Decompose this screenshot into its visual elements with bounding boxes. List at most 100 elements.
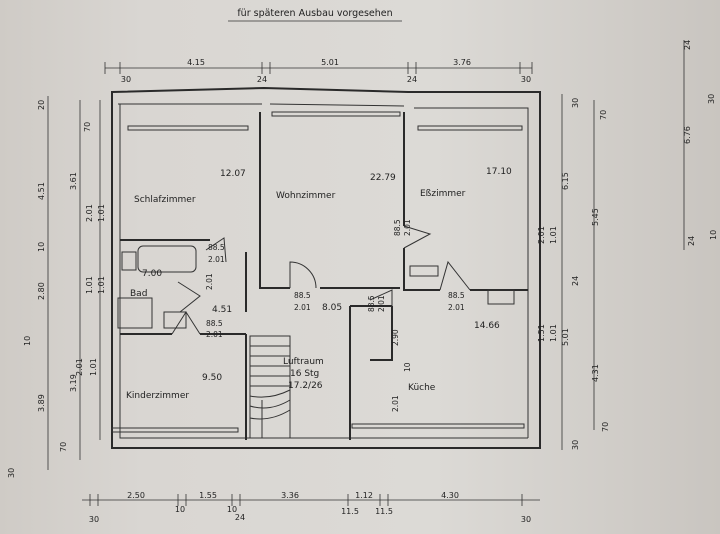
door-bad-mid: 2.01	[205, 273, 214, 290]
area-diele: 8.05	[322, 303, 342, 313]
left-dimension-chain: 20 4.51 10 2.80 10 3.89 30 70 3.61 2.01 …	[7, 96, 106, 478]
dim-top-3: 5.01	[321, 58, 339, 67]
door-kueche-b: 2.01	[391, 395, 400, 412]
outer-walls	[111, 86, 541, 449]
kitchen-sink-icon	[487, 289, 515, 305]
interior-walls	[120, 112, 528, 440]
dim-bot1-1: 10	[175, 505, 185, 514]
dim-li-3: 1.01	[97, 204, 106, 222]
dim-ro-3: 24	[687, 236, 696, 246]
dim-bot1-0: 2.50	[127, 491, 145, 500]
dim-ri-0: 30	[571, 98, 580, 108]
dim-ri-3: 2.01	[537, 226, 546, 244]
dim-ro-1: 30	[707, 94, 716, 104]
area-schlafzimmer: 12.07	[220, 169, 246, 179]
header-note: für späteren Ausbau vorgesehen	[237, 8, 392, 19]
door-diele-a: 88.5	[367, 295, 376, 312]
area-flur: 4.51	[212, 305, 232, 315]
door-stair-b: 10	[403, 362, 412, 372]
dim-ri-5: 5.45	[591, 208, 600, 226]
door-labels: 88.5 2.01 2.01 88.5 2.01 88.5 2.01 88.5 …	[205, 219, 465, 412]
door-flur-bot: 2.01	[206, 330, 223, 339]
dim-ri-9: 5.01	[561, 328, 570, 346]
dim-li-5: 1.01	[97, 276, 106, 294]
door-ess-bot: 2.01	[448, 303, 465, 312]
top-dimension-chain: 30 4.15 24 5.01 24 3.76 30	[104, 58, 533, 84]
dim-ro-2: 6.76	[683, 126, 692, 144]
door-diele-b: 2.01	[377, 295, 386, 312]
name-luftraum: Luftraum	[283, 357, 324, 367]
area-esszimmer: 17.10	[486, 167, 512, 177]
dim-ri-8: 1.01	[549, 324, 558, 342]
dim-ri-2: 6.15	[561, 172, 570, 190]
dim-li-0: 70	[83, 122, 92, 132]
door-wohnr-a: 88.5	[393, 219, 402, 236]
dim-ri-1: 70	[599, 110, 608, 120]
dim-li-4: 1.01	[85, 276, 94, 294]
dim-li-8: 3.19	[69, 374, 78, 392]
dim-bot2-4: 30	[521, 515, 531, 524]
door-ess-top: 88.5	[448, 291, 465, 300]
dim-ri-11: 70	[601, 422, 610, 432]
dim-top-4: 24	[407, 75, 417, 84]
dim-lo-2: 10	[37, 242, 46, 252]
dim-ri-7: 1.51	[537, 324, 546, 342]
dim-bot1-3: 10	[227, 505, 237, 514]
door-flur-top: 88.5	[206, 319, 223, 328]
sink-icon	[163, 311, 187, 329]
dim-li-2: 2.01	[85, 204, 94, 222]
name-wohnzimmer: Wohnzimmer	[276, 191, 336, 201]
dim-bot1-7: 4.30	[441, 491, 459, 500]
bath-fixtures	[117, 245, 197, 329]
dim-li-7: 1.01	[89, 358, 98, 376]
toilet-icon	[121, 251, 137, 271]
dim-top-2: 24	[257, 75, 267, 84]
dim-bot2-0: 30	[89, 515, 99, 524]
stove-icon	[409, 265, 439, 277]
bathtub-icon	[137, 245, 197, 273]
dim-li-6: 2.01	[75, 358, 84, 376]
dim-bot1-4: 24	[235, 513, 245, 522]
dim-lo-3: 2.80	[37, 282, 46, 300]
dim-ro-0: 24	[683, 40, 692, 50]
dim-lo-0: 20	[37, 100, 46, 110]
dim-ri-10: 4.31	[591, 364, 600, 382]
name-kueche: Küche	[408, 383, 436, 393]
name-bad: Bad	[130, 289, 147, 299]
door-wohn-top: 88.5	[294, 291, 311, 300]
dim-ri-4: 1.01	[549, 226, 558, 244]
dim-ro-4: 10	[709, 230, 718, 240]
dim-lo-1: 4.51	[37, 182, 46, 200]
area-kueche: 14.66	[474, 321, 500, 331]
luftraum-steps: 16 Stg	[290, 369, 319, 379]
dim-li-1: 3.61	[69, 172, 78, 190]
door-bad-top: 88.5	[208, 243, 225, 252]
area-kinderzimmer: 9.50	[202, 373, 222, 383]
door-wohn-bot: 2.01	[294, 303, 311, 312]
dim-top-0: 30	[121, 75, 131, 84]
dim-ri-6: 24	[571, 276, 580, 286]
luftraum-ratio: 17.2/26	[288, 381, 323, 391]
name-schlafzimmer: Schlafzimmer	[134, 195, 196, 205]
dim-ri-12: 30	[571, 440, 580, 450]
dim-top-5: 3.76	[453, 58, 471, 67]
dim-top-6: 30	[521, 75, 531, 84]
door-bad-bot: 2.01	[208, 255, 225, 264]
dim-bot2-3: 11.5	[375, 507, 393, 516]
name-kinderzimmer: Kinderzimmer	[126, 391, 189, 401]
dim-bot2-2: 11.5	[341, 507, 359, 516]
dim-lo-6: 30	[7, 468, 16, 478]
dim-bot1-2: 1.55	[199, 491, 217, 500]
right-dimension-chain: 30 70 6.15 2.01 1.01 5.45 24 1.51 1.01 5…	[537, 40, 718, 450]
name-esszimmer: Eßzimmer	[420, 189, 466, 199]
area-bad: 7.00	[142, 269, 162, 279]
door-wohnr-b: 2.01	[403, 219, 412, 236]
staircase	[249, 335, 291, 439]
bottom-dimension-chain: 2.50 10 1.55 10 24 3.36 1.12 4.30 30 11.…	[82, 491, 540, 524]
dim-bot1-5: 3.36	[281, 491, 299, 500]
room-labels: 12.07 Schlafzimmer 22.79 Wohnzimmer 17.1…	[126, 167, 512, 401]
dim-lo-5: 3.89	[37, 394, 46, 412]
